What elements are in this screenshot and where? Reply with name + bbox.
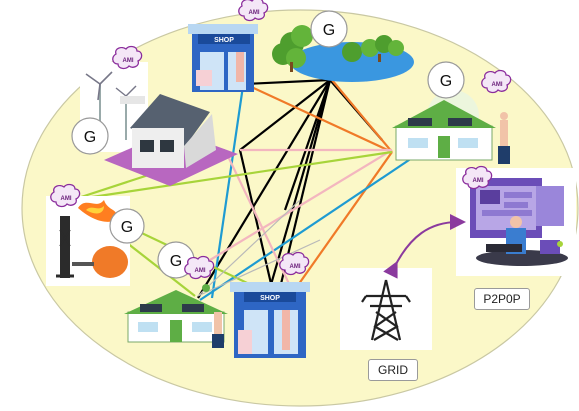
ami-meter-gas-plant-label: AMI [61,196,72,202]
link-park-mid [283,79,332,211]
ami-meter-house-bottom: AMI [184,255,215,280]
link-shop-top-house-right [244,83,393,153]
link-factory-house-right [209,149,393,261]
park-pond-trees [272,25,414,82]
ami-meter-gas-plant: AMI [50,183,81,208]
house-right [392,90,510,164]
ami-meter-house-left: AMI [112,45,143,70]
shop-top: SHOP [188,24,258,92]
p2p-label: P2P0P [474,288,530,310]
house-bottom [124,284,228,348]
ami-meter-shop-bottom: AMI [279,251,310,276]
link-house-bottom-ray2 [197,239,321,297]
link-factory-house-right-green [71,150,393,202]
generator-house-left: G [71,117,109,155]
link-park-house-left [239,79,331,151]
ami-meter-house-bottom-label: AMI [195,268,206,274]
generator-gas-plant: G [109,208,145,244]
link-shop-top-house-bottom [210,85,245,299]
gas-plant [46,196,130,286]
shop-bottom-sign: SHOP [260,295,280,302]
ami-meter-house-right: AMI [481,69,512,94]
connection-lines [71,78,413,301]
shop-bottom: SHOP [230,282,310,358]
generator-house-right: G [427,61,465,99]
link-park-shop-bottom-a [268,79,332,289]
grid-label: GRID [368,359,418,381]
shop-top-sign: SHOP [214,37,234,44]
grid-p2p-exchange-arrow [383,214,466,279]
generator-gas-plant-label: G [121,219,133,236]
ami-meter-house-left-label: AMI [123,58,134,64]
ami-meter-p2p-label: AMI [473,178,484,184]
ami-meter-shop-top-label: AMI [249,10,260,16]
ami-meters: AMI AMI AMI AMI AMI AMI AMI [50,0,512,280]
link-park-shop-top [244,78,331,86]
generator-park: G [310,10,348,48]
generator-park-label: G [323,22,335,39]
generator-house-left-label: G [84,129,96,146]
generator-house-bottom-label: G [170,253,182,270]
link-park-house-bottom [197,79,331,299]
ami-meter-p2p: AMI [462,165,493,190]
link-park-house-right-orange [331,79,393,153]
ami-meter-house-right-label: AMI [492,82,503,88]
link-house-bottom-ray1 [197,199,301,297]
link-house-right-shop-bottom [295,151,393,289]
grid-tower [340,268,432,350]
ami-meter-shop-top: AMI [238,0,269,22]
ami-meter-shop-bottom-label: AMI [290,264,301,270]
generator-house-right-label: G [440,73,452,90]
